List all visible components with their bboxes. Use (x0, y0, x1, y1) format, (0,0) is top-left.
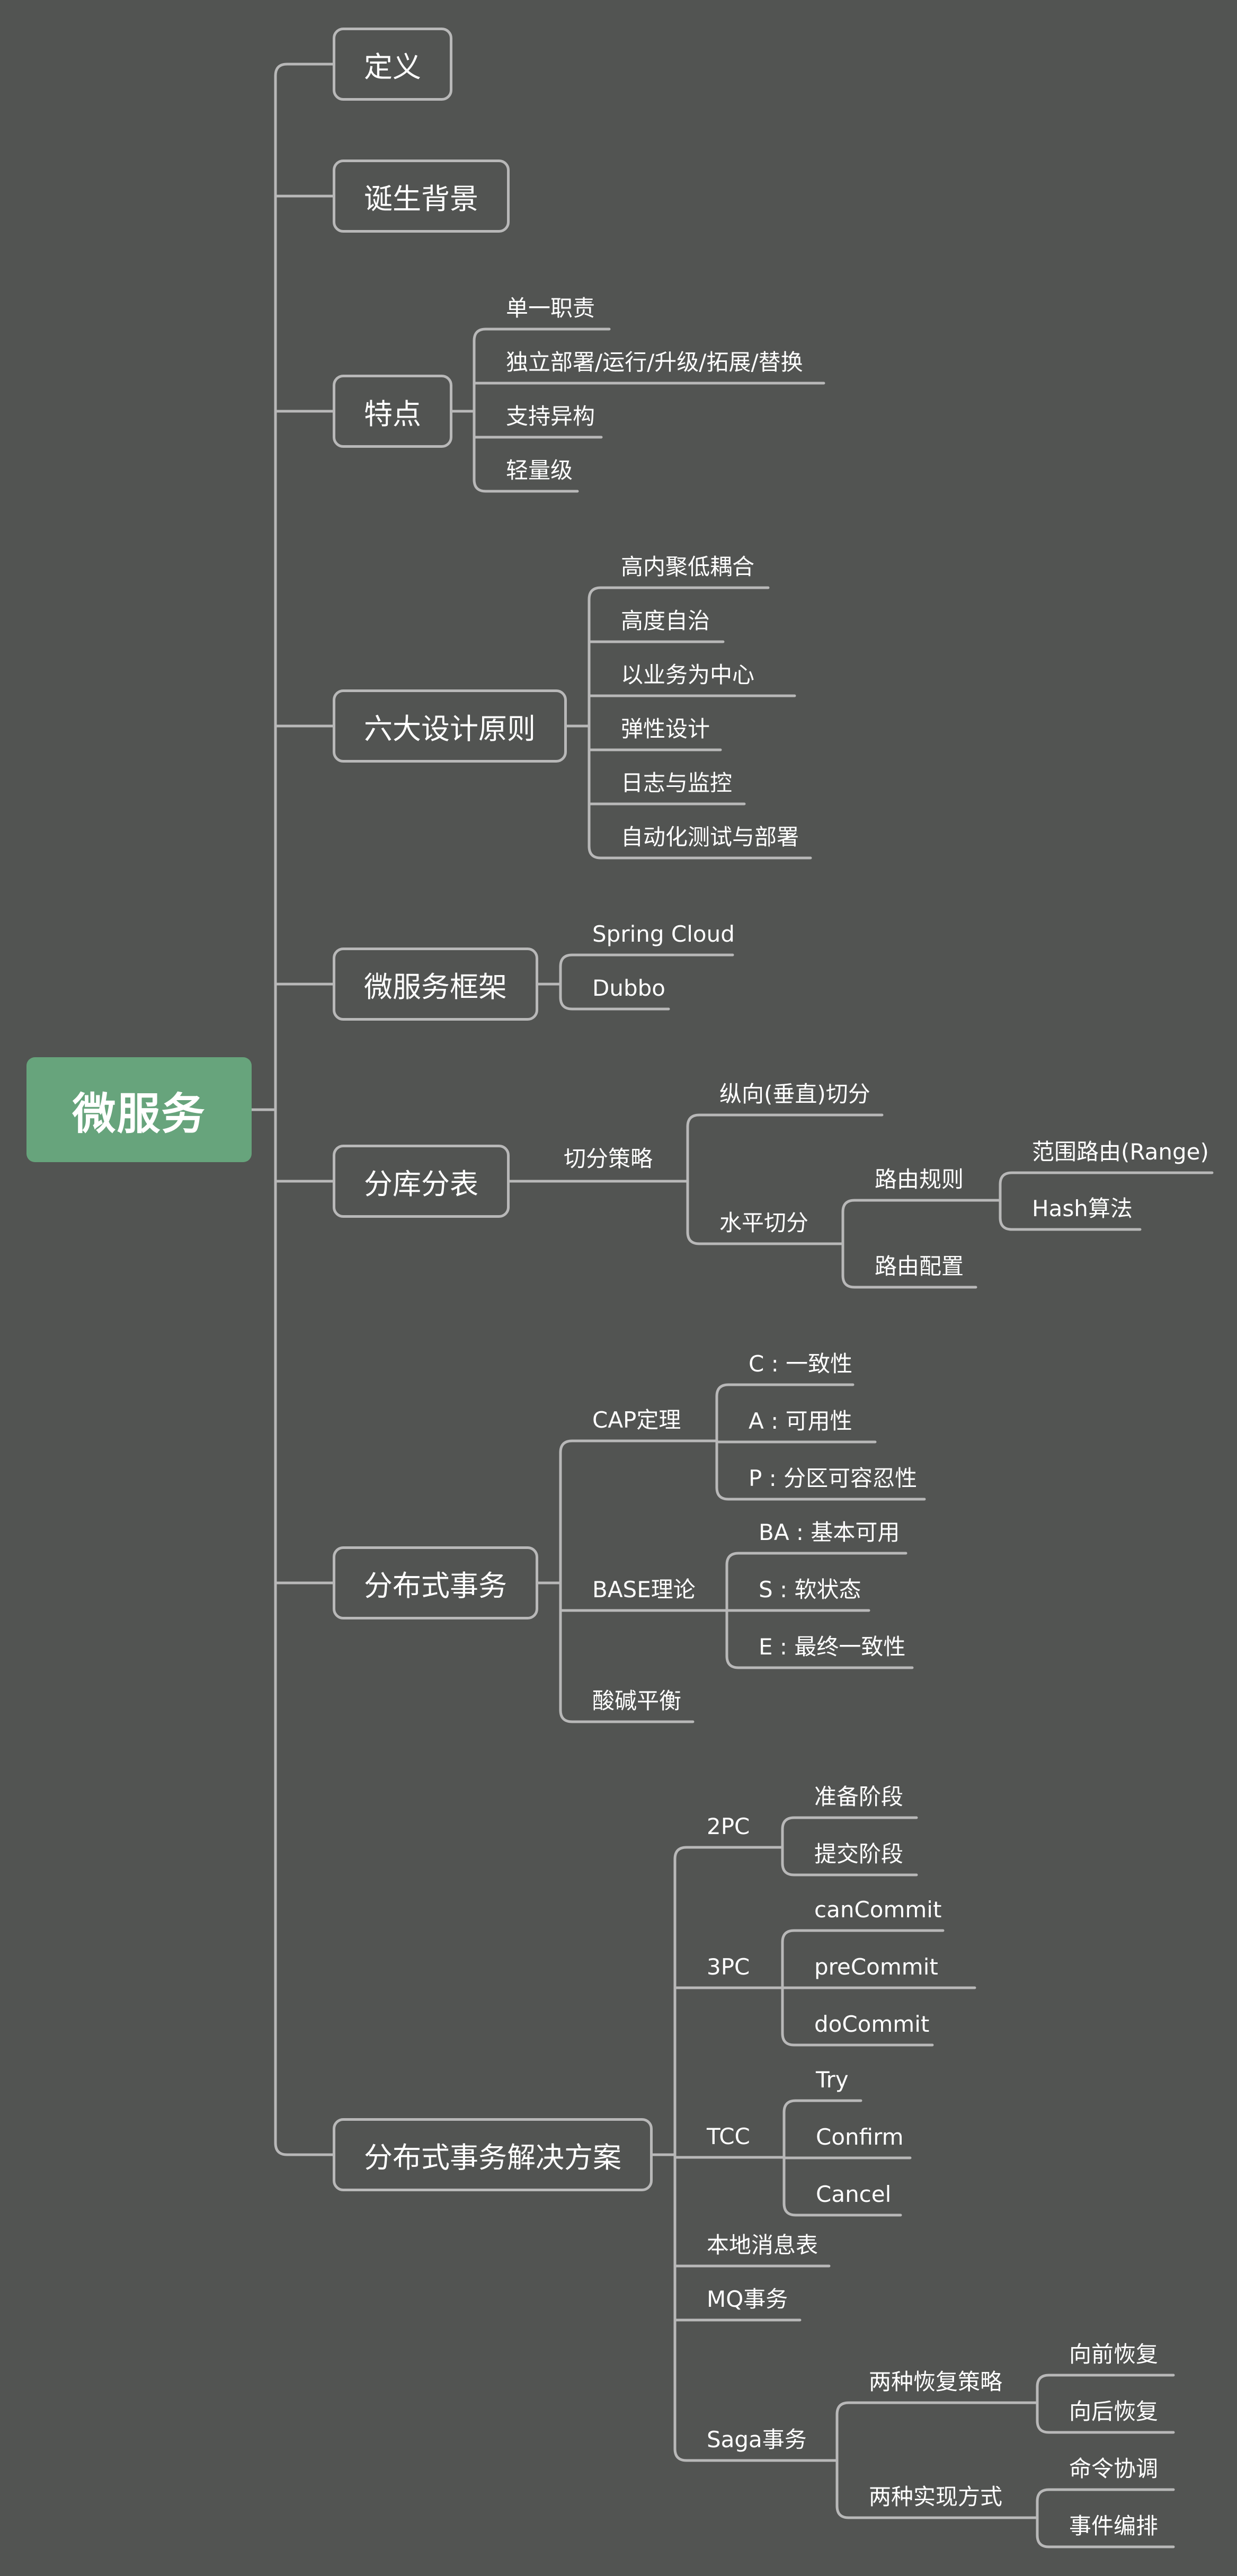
node-frameworks[interactable]: 微服务框架 (333, 948, 538, 1021)
pc2-branch (781, 1816, 918, 1831)
leaf-base-item[interactable]: E : 最终一致性 (759, 1634, 906, 1660)
node-2pc[interactable]: 2PC (707, 1813, 750, 1839)
impl-branch (1036, 2534, 1175, 2548)
leaf-3pc-item[interactable]: doCommit (814, 2011, 930, 2037)
base-branch (725, 1552, 907, 1566)
leaf-impl-item[interactable]: 命令协调 (1069, 2456, 1159, 2482)
cap-branch (715, 1383, 855, 1398)
leaf-principle[interactable]: 高度自治 (621, 608, 710, 634)
node-base[interactable]: BASE理论 (592, 1577, 696, 1603)
sharding-horizontal-branch (841, 1274, 977, 1289)
principles-branch (588, 845, 812, 860)
node-impl[interactable]: 两种实现方式 (869, 2484, 1003, 2510)
leaf-principle[interactable]: 日志与监控 (621, 770, 733, 796)
sharding-strategy-branch (686, 1113, 884, 1128)
node-3pc[interactable]: 3PC (707, 1954, 750, 1980)
impl-branch (1036, 2488, 1175, 2503)
leaf-principle[interactable]: 高内聚低耦合 (621, 554, 755, 580)
leaf-recovery-item[interactable]: 向前恢复 (1069, 2341, 1159, 2367)
leaf-framework[interactable]: Dubbo (592, 975, 665, 1001)
node-sharding[interactable]: 分库分表 (333, 1145, 510, 1218)
pc2-branch (781, 1862, 918, 1876)
recovery-branch (1036, 2419, 1175, 2434)
frameworks-branch (559, 996, 670, 1011)
leaf-feature[interactable]: 轻量级 (506, 457, 573, 483)
leaf-routing-config[interactable]: 路由配置 (875, 1253, 964, 1279)
leaf-recovery-item[interactable]: 向后恢复 (1069, 2398, 1159, 2424)
base-branch (725, 1654, 914, 1669)
sharding-routing-branch (999, 1171, 1214, 1186)
leaf-framework[interactable]: Spring Cloud (592, 921, 735, 947)
leaf-vertical[interactable]: 纵向(垂直)切分 (719, 1081, 870, 1107)
leaf-impl-item[interactable]: 事件编排 (1069, 2513, 1159, 2539)
leaf-cap-item[interactable]: P : 分区可容忍性 (749, 1465, 918, 1491)
sharding-routing-branch (999, 1216, 1142, 1231)
leaf-principle[interactable]: 弹性设计 (621, 716, 710, 742)
node-tcc[interactable]: TCC (707, 2123, 750, 2149)
node-horizontal[interactable]: 水平切分 (719, 1210, 809, 1236)
leaf-principle[interactable]: 以业务为中心 (621, 662, 755, 688)
leaf-tcc-item[interactable]: Confirm (816, 2124, 904, 2150)
pc3-branch (781, 2032, 934, 2047)
leaf-feature[interactable]: 单一职责 (506, 295, 595, 321)
node-cap[interactable]: CAP定理 (592, 1407, 681, 1433)
leaf-principle[interactable]: 自动化测试与部署 (621, 824, 799, 850)
node-definition[interactable]: 定义 (333, 28, 452, 101)
node-features[interactable]: 特点 (333, 375, 452, 448)
leaf-local-msg[interactable]: 本地消息表 (707, 2232, 818, 2258)
leaf-tcc-item[interactable]: Try (816, 2067, 849, 2093)
leaf-range-routing[interactable]: 范围路由(Range) (1032, 1139, 1209, 1165)
tcc-branch (782, 2202, 902, 2217)
principles-branch (588, 586, 770, 601)
node-dist-tx[interactable]: 分布式事务 (333, 1546, 538, 1619)
recovery-branch (1036, 2374, 1175, 2388)
root-node[interactable]: 微服务 (26, 1057, 252, 1162)
node-strategy[interactable]: 切分策略 (564, 1146, 653, 1172)
leaf-base-item[interactable]: BA : 基本可用 (759, 1519, 900, 1545)
saga-branch (835, 2504, 1037, 2519)
leaf-cap-item[interactable]: A : 可用性 (749, 1408, 852, 1434)
node-recovery[interactable]: 两种恢复策略 (869, 2369, 1003, 2395)
frameworks-branch (559, 953, 734, 968)
leaf-cap-item[interactable]: C : 一致性 (749, 1351, 853, 1377)
sharding-horizontal-branch (841, 1199, 995, 1214)
leaf-2pc-item[interactable]: 提交阶段 (814, 1841, 904, 1867)
leaf-mq-tx[interactable]: MQ事务 (707, 2286, 788, 2312)
leaf-3pc-item[interactable]: preCommit (814, 1954, 938, 1980)
node-dist-tx-solutions[interactable]: 分布式事务解决方案 (333, 2118, 653, 2191)
node-principles[interactable]: 六大设计原则 (333, 689, 567, 763)
features-branch (473, 478, 579, 493)
leaf-acid[interactable]: 酸碱平衡 (592, 1688, 682, 1714)
leaf-tcc-item[interactable]: Cancel (816, 2181, 892, 2207)
saga-branch (835, 2401, 1039, 2416)
sharding-strategy-branch (686, 1231, 836, 1245)
leaf-base-item[interactable]: S : 软状态 (759, 1577, 861, 1603)
solutions-branch (673, 1846, 783, 1861)
leaf-3pc-item[interactable]: canCommit (814, 1897, 942, 1923)
dist-tx-branch (559, 1439, 715, 1454)
solutions-branch (673, 2447, 828, 2462)
root-branch (274, 63, 334, 77)
node-routing-rules[interactable]: 路由规则 (875, 1166, 964, 1192)
dist-tx-branch (559, 1709, 695, 1723)
leaf-feature[interactable]: 独立部署/运行/升级/拓展/替换 (506, 349, 803, 375)
leaf-2pc-item[interactable]: 准备阶段 (814, 1784, 904, 1810)
tcc-branch (782, 2099, 862, 2114)
leaf-hash[interactable]: Hash算法 (1032, 1196, 1133, 1221)
node-background[interactable]: 诞生背景 (333, 160, 510, 233)
pc3-branch (781, 1929, 945, 1944)
node-saga[interactable]: Saga事务 (707, 2427, 807, 2453)
features-branch (473, 327, 611, 342)
leaf-feature[interactable]: 支持异构 (506, 403, 595, 429)
root-branch (274, 2141, 334, 2156)
cap-branch (715, 1486, 926, 1501)
